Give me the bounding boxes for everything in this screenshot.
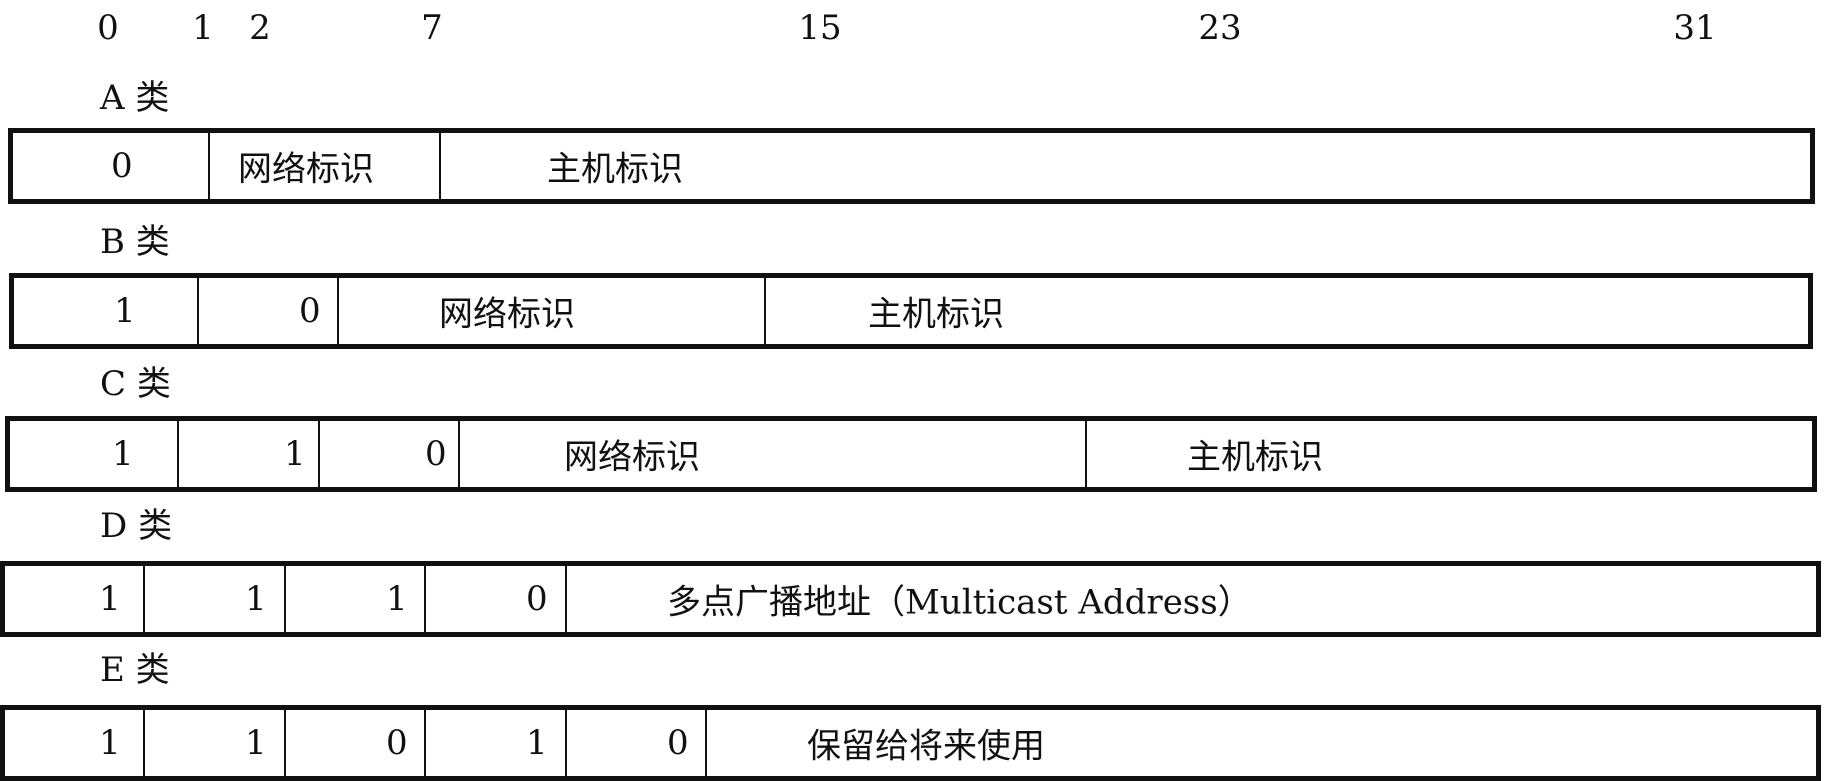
class-d-bit-cell: 0 xyxy=(426,566,567,632)
class-e-bit-cell: 0 xyxy=(286,710,426,776)
class-e-bit-cell: 1 xyxy=(5,710,145,776)
bit-label-15: 15 xyxy=(798,8,842,48)
class-d-multicast-address: 多点广播地址（Multicast Address） xyxy=(667,582,1252,623)
class-a-address-format: 0 网络标识 主机标识 xyxy=(8,128,1815,204)
class-d-bit-cell: 1 xyxy=(5,566,145,632)
class-e-label: E 类 xyxy=(100,650,170,690)
class-c-label: C 类 xyxy=(100,364,171,404)
class-a-host-id: 主机标识 xyxy=(547,149,683,190)
class-b-address-format: 1 0 网络标识 主机标识 xyxy=(9,273,1813,349)
class-e-address-format: 1 1 0 1 0 保留给将来使用 xyxy=(0,705,1821,781)
class-e-bit-cell: 1 xyxy=(426,710,567,776)
bit-label-2: 2 xyxy=(249,8,271,48)
class-b-host-id: 主机标识 xyxy=(868,294,1004,335)
class-d-bit-cell: 1 xyxy=(286,566,426,632)
class-a-bit-cell: 0 xyxy=(13,133,210,199)
bit-label-1: 1 xyxy=(192,8,214,48)
class-e-bit-cell: 1 xyxy=(145,710,286,776)
class-c-bit-cell: 0 xyxy=(320,421,460,487)
class-d-address-format: 1 1 1 0 多点广播地址（Multicast Address） xyxy=(0,561,1821,637)
class-a-network-id: 网络标识 xyxy=(210,133,441,199)
class-c-network-id: 网络标识 xyxy=(460,421,1087,487)
class-e-reserved: 保留给将来使用 xyxy=(807,726,1045,767)
class-d-bit-cell: 1 xyxy=(145,566,286,632)
class-c-bit-cell: 1 xyxy=(179,421,320,487)
class-c-host-id: 主机标识 xyxy=(1187,437,1323,478)
bit-label-7: 7 xyxy=(421,8,443,48)
class-b-network-id: 网络标识 xyxy=(339,278,766,344)
class-e-bit-cell: 0 xyxy=(567,710,707,776)
class-c-address-format: 1 1 0 网络标识 主机标识 xyxy=(5,416,1817,492)
class-b-bit-cell: 0 xyxy=(199,278,339,344)
class-d-label: D 类 xyxy=(100,506,173,546)
bit-label-31: 31 xyxy=(1673,8,1717,48)
bit-label-0: 0 xyxy=(97,8,119,48)
class-b-bit-cell: 1 xyxy=(14,278,199,344)
class-a-label: A 类 xyxy=(100,78,170,118)
class-b-label: B 类 xyxy=(100,222,170,262)
class-c-bit-cell: 1 xyxy=(10,421,179,487)
bit-label-23: 23 xyxy=(1198,8,1242,48)
